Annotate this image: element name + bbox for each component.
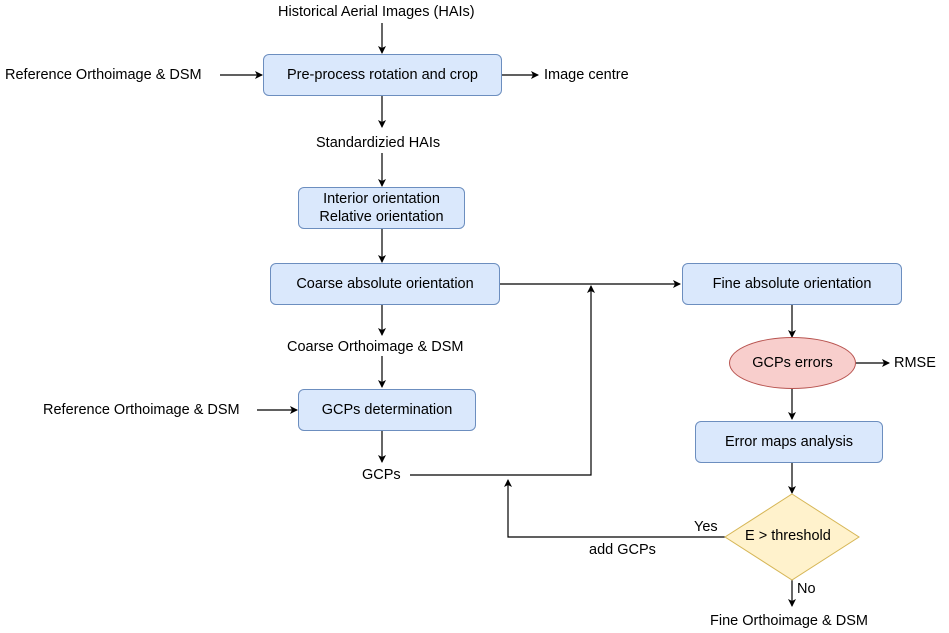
standardized-hais-label: Standardizied HAIs [316, 135, 441, 151]
orientation-box: Interior orientation Relative orientatio… [298, 187, 465, 229]
fine-ortho-label: Fine Orthoimage & DSM [710, 613, 868, 629]
preprocess-box: Pre-process rotation and crop [263, 54, 502, 96]
gcps-label: GCPs [362, 467, 401, 483]
decision-diamond [724, 493, 860, 581]
reference-ortho-label-2: Reference Orthoimage & DSM [43, 402, 240, 418]
interior-orientation-label: Interior orientation [323, 191, 440, 207]
arrow-gcps-to-fine [410, 285, 595, 476]
relative-orientation-label: Relative orientation [319, 209, 444, 225]
decision-label: E > threshold [745, 528, 831, 544]
reference-ortho-label-1: Reference Orthoimage & DSM [5, 67, 202, 83]
no-label: No [797, 581, 816, 597]
coarse-absolute-box: Coarse absolute orientation [270, 263, 500, 305]
coarse-absolute-label: Coarse absolute orientation [296, 276, 474, 292]
gcps-determination-label: GCPs determination [321, 402, 453, 418]
hais-label: Historical Aerial Images (HAIs) [278, 4, 475, 20]
preprocess-label: Pre-process rotation and crop [286, 67, 478, 83]
fine-absolute-label: Fine absolute orientation [712, 276, 872, 292]
fine-absolute-box: Fine absolute orientation [682, 263, 902, 305]
error-maps-box: Error maps analysis [695, 421, 883, 463]
coarse-ortho-label: Coarse Orthoimage & DSM [287, 339, 464, 355]
gcps-errors-ellipse: GCPs errors [729, 337, 856, 389]
gcps-determination-box: GCPs determination [298, 389, 476, 431]
error-maps-label: Error maps analysis [724, 434, 854, 450]
rmse-label: RMSE [894, 355, 936, 371]
gcps-errors-label: GCPs errors [752, 355, 833, 371]
add-gcps-label: add GCPs [589, 542, 656, 558]
yes-label: Yes [694, 519, 718, 535]
arrow-decision-yes-loop [504, 479, 725, 538]
image-centre-label: Image centre [544, 67, 629, 83]
